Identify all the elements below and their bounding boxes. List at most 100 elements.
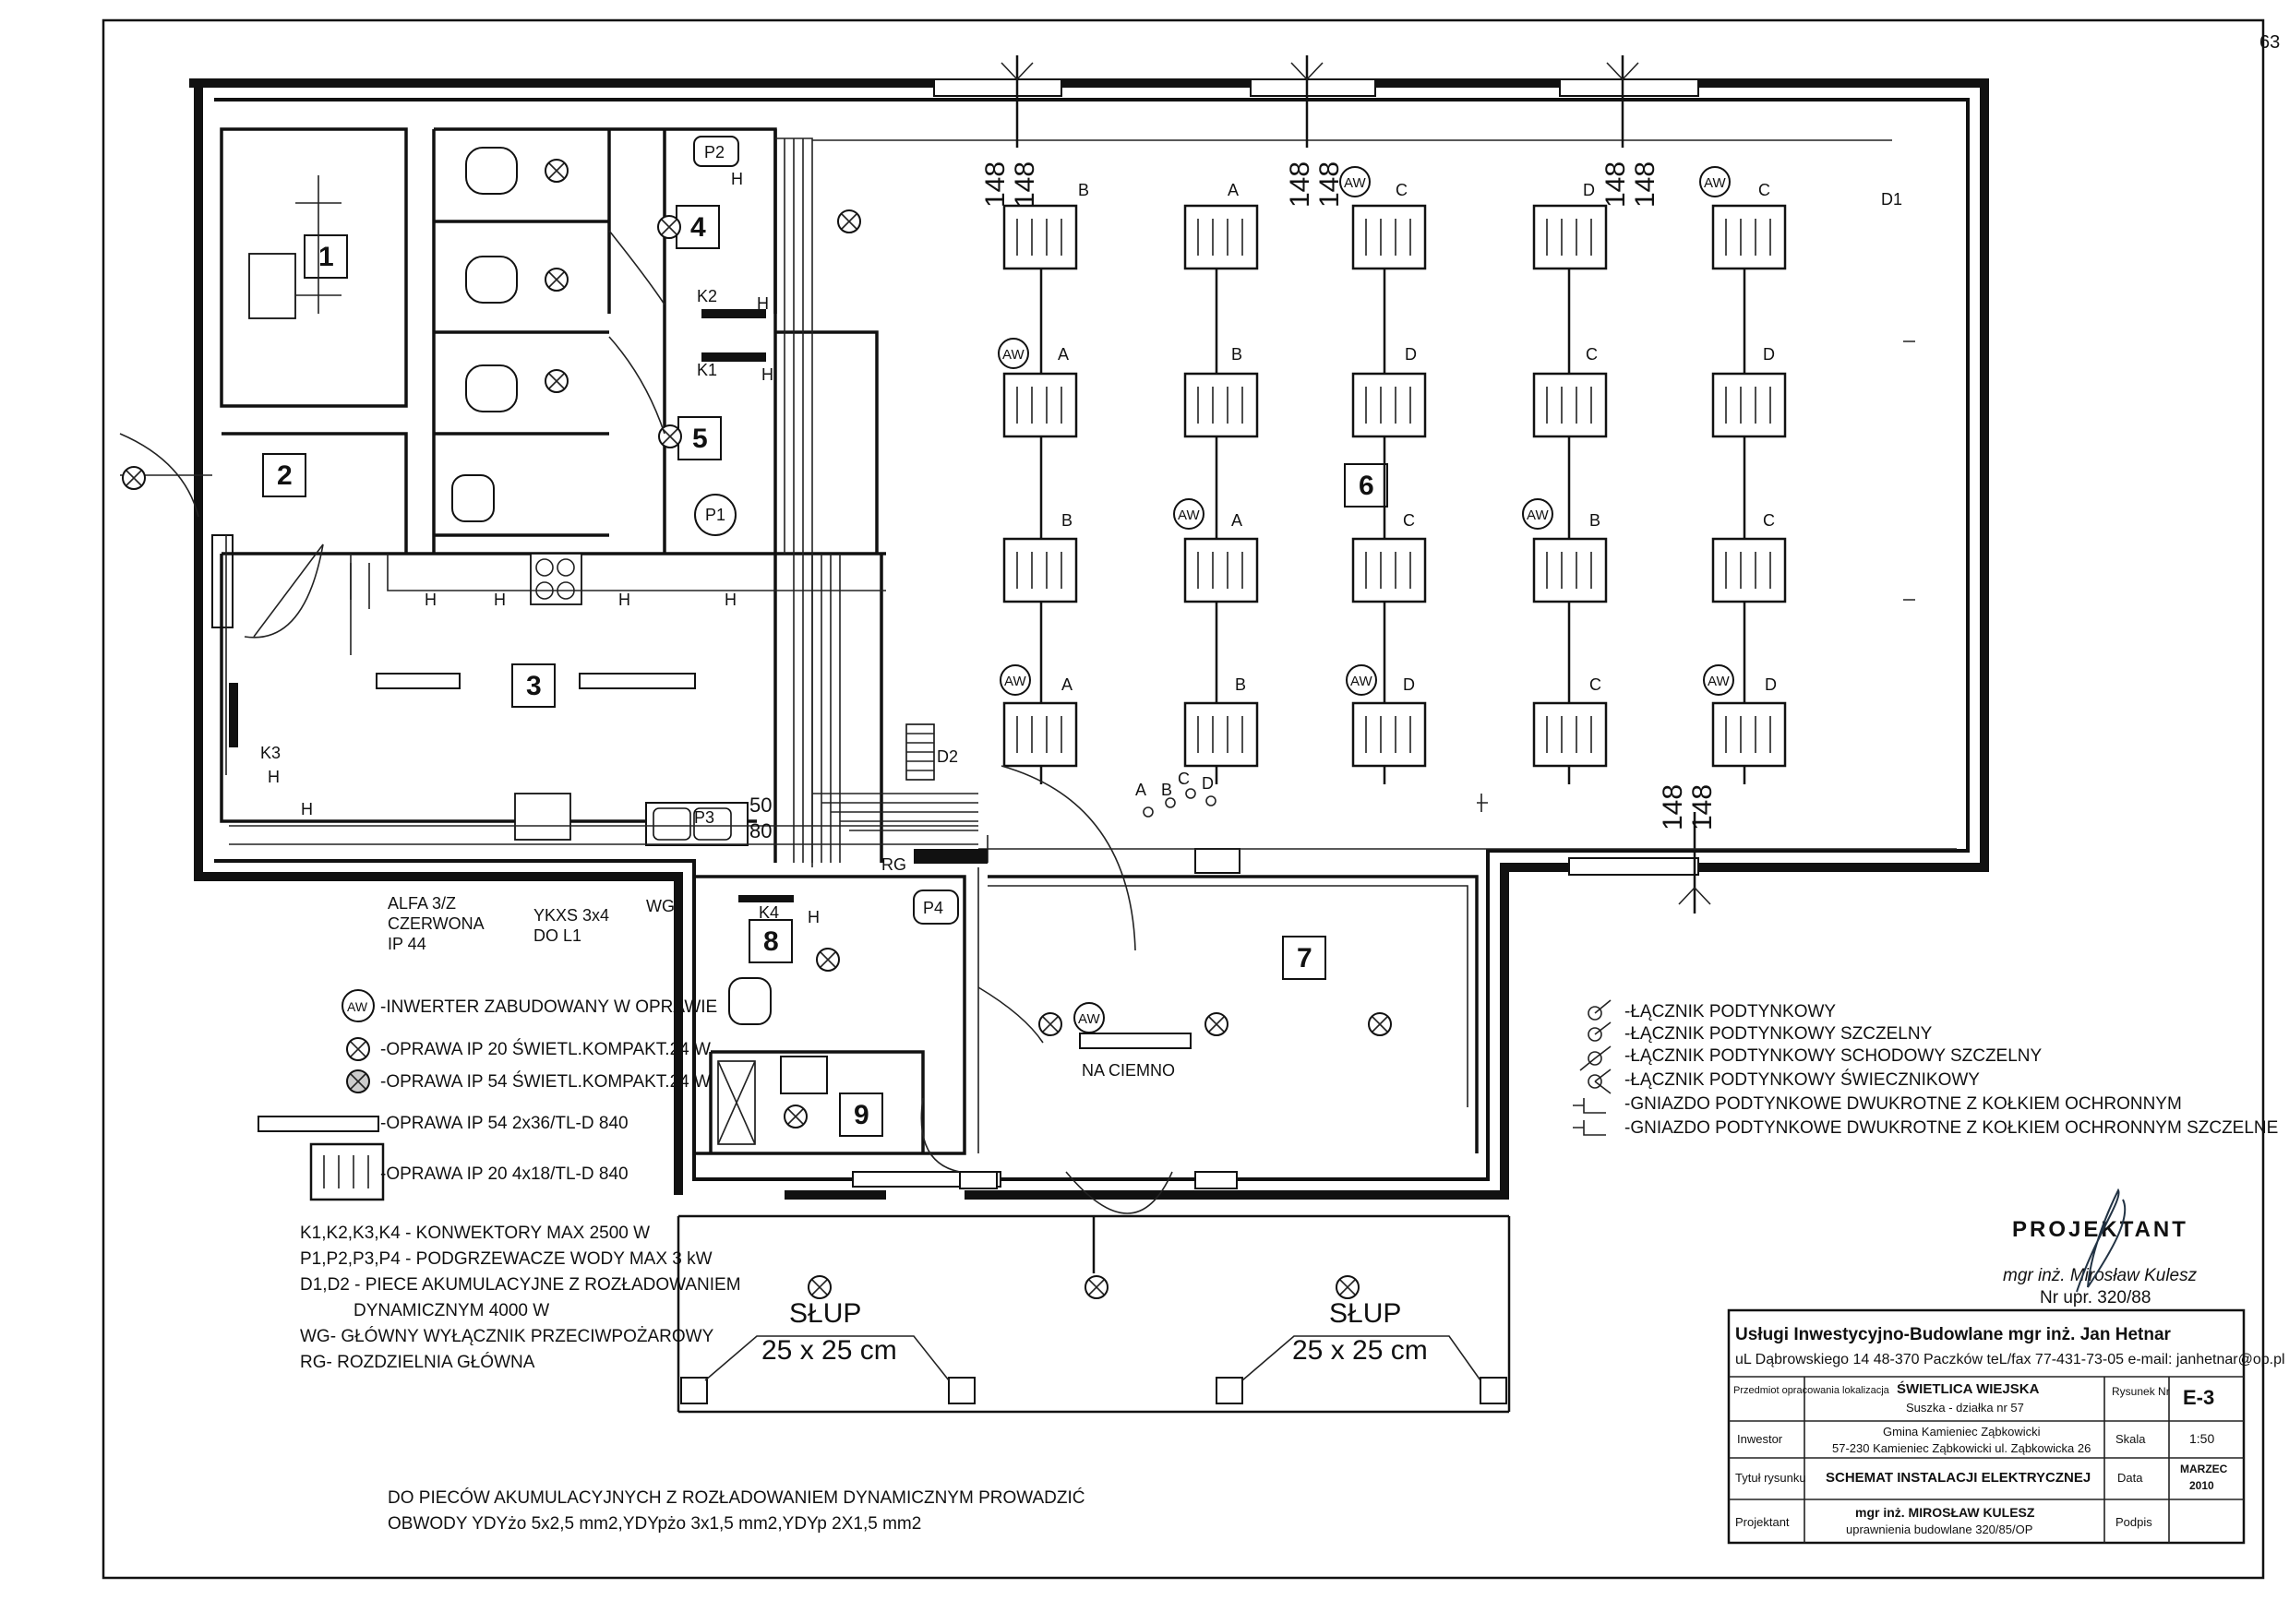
tb-keyval: 2010 <box>2189 1479 2214 1492</box>
page-number: 63 <box>2259 32 2280 53</box>
inverter-tag: AW <box>1350 674 1372 689</box>
height-50: 50 <box>749 794 772 817</box>
main-distribution-label: RG <box>881 855 906 874</box>
circuit-letter: D <box>1405 345 1417 364</box>
circuit-letter: B <box>1589 511 1600 530</box>
light-fixtures <box>122 159 1392 1299</box>
porch: SŁUP 25 x 25 cm SŁUP 25 x 25 cm <box>677 1214 1511 1414</box>
circuit-letter: C <box>1586 345 1598 364</box>
tb-label: Przedmiot opracowania lokalizacja <box>1733 1385 1890 1396</box>
note-line: OBWODY YDYżo 5x2,5 mm2,YDYpżo 3x1,5 mm2,… <box>388 1514 921 1534</box>
tb-label: Tytuł rysunku <box>1735 1471 1806 1485</box>
designer-stamp: PROJEKTANT mgr inż. Mirosław Kulesz Nr u… <box>2003 1188 2198 1308</box>
tb-label: Projektant <box>1735 1515 1790 1529</box>
building-walls <box>189 78 1989 1200</box>
room-2: 2 <box>277 460 293 491</box>
tb-keyval: MARZEC <box>2180 1463 2228 1475</box>
tb-key: Rysunek Nr <box>2112 1385 2170 1398</box>
circuit-letter: A <box>1231 511 1242 530</box>
circuit-letter: B <box>1078 181 1089 199</box>
sheet-frame <box>102 18 2265 1580</box>
window <box>1559 78 1699 97</box>
circuit-letter: B <box>1061 511 1073 530</box>
window <box>1250 78 1376 97</box>
tb-address: uL Dąbrowskiego 14 48-370 Paczków teL/fa… <box>1735 1352 2285 1367</box>
column-size: 25 x 25 cm <box>1292 1335 1428 1366</box>
legend-right: -ŁĄCZNIK PODTYNKOWY -ŁĄCZNIK PODTYNKOWY … <box>1573 999 2278 1138</box>
height-label: 148 <box>1285 161 1315 208</box>
socket-tag: H <box>268 768 280 786</box>
legend-left: AW -INWERTER ZABUDOWANY W OPRAWIE -OPRAW… <box>258 989 717 1201</box>
legend-item: -OPRAWA IP 54 ŚWIETL.KOMPAKT.24 W <box>380 1071 711 1092</box>
height-label: 148 <box>980 161 1011 208</box>
column-label: SŁUP <box>789 1298 861 1329</box>
doors <box>119 230 1173 1214</box>
tb-value: ŚWIETLICA WIEJSKA <box>1897 1380 2040 1397</box>
switch-letter: B <box>1161 781 1172 799</box>
height-label: 148 <box>1687 784 1718 830</box>
legend-item: -ŁĄCZNIK PODTYNKOWY SCHODOWY SZCZELNY <box>1624 1046 2043 1066</box>
window <box>1194 848 1240 874</box>
room-7: 7 <box>1297 943 1312 973</box>
circuit-letter: A <box>1058 345 1069 364</box>
circuit-letter: C <box>1396 181 1408 199</box>
dol1-label: DO L1 <box>533 926 581 945</box>
column-size: 25 x 25 cm <box>761 1335 897 1366</box>
socket-marks: H H H H H H H H H H <box>268 170 1915 926</box>
tb-value: mgr inż. MIROSŁAW KULESZ <box>1855 1505 2035 1520</box>
heater-p1: P1 <box>705 506 725 524</box>
circuit-letter: D <box>1765 675 1777 694</box>
circuit-letter: C <box>1589 675 1601 694</box>
legend-item: -GNIAZDO PODTYNKOWE DWUKROTNE Z KOŁKIEM … <box>1624 1094 2182 1114</box>
inverter-tag: AW <box>1178 508 1200 523</box>
column-label: SŁUP <box>1329 1298 1401 1329</box>
height-label: 148 <box>1314 161 1345 208</box>
socket-tag: H <box>808 908 820 926</box>
circuit-letter: A <box>1061 675 1073 694</box>
inverter-tag: AW <box>1704 175 1726 191</box>
window <box>959 1171 998 1189</box>
tb-key: Data <box>2117 1471 2143 1485</box>
czerwona-label: CZERWONA <box>388 914 485 933</box>
switch-letter: D <box>1202 774 1214 793</box>
window <box>1568 857 1699 876</box>
note-line: WG- GŁÓWNY WYŁĄCZNIK PRZECIWPOŻAROWY <box>300 1326 714 1346</box>
main-switch-label: WG <box>646 897 675 915</box>
tb-value: uprawnienia budowlane 320/85/OP <box>1846 1522 2032 1536</box>
inverter-markers: AW AW AW AW AW AW AW AW AW <box>998 166 1734 1033</box>
legend-item: -OPRAWA IP 20 4x18/TL-D 840 <box>380 1164 629 1184</box>
tb-value: Gmina Kamieniec Ząbkowicki <box>1883 1425 2041 1439</box>
legend-item: -OPRAWA IP 54 2x36/TL-D 840 <box>380 1114 629 1133</box>
heater-p4: P4 <box>923 899 943 917</box>
room-9: 9 <box>854 1100 869 1130</box>
na-ciemno-label: NA CIEMNO <box>1082 1061 1175 1080</box>
ykxs-label: YKXS 3x4 <box>533 906 609 925</box>
entrance-labels: ALFA 3/Z CZERWONA IP 44 YKXS 3x4 DO L1 N… <box>388 894 1175 1080</box>
height-label: 148 <box>1630 161 1660 208</box>
socket-tag: H <box>761 365 773 384</box>
socket-tag: H <box>725 591 737 609</box>
note-line: P1,P2,P3,P4 - PODGRZEWACZE WODY MAX 3 kW <box>300 1249 713 1269</box>
stamp-name: mgr inż. Mirosław Kulesz <box>2003 1266 2198 1285</box>
note-line: RG- ROZDZIELNIA GŁÓWNA <box>300 1352 535 1372</box>
inverter-tag: AW <box>1527 508 1549 523</box>
mounting-heights: 148 148 148 148 148 148 148 148 <box>980 55 1718 914</box>
tb-key: Podpis <box>2115 1515 2152 1529</box>
switch-letter: C <box>1178 770 1190 788</box>
legend-item: -INWERTER ZABUDOWANY W OPRAWIE <box>380 997 717 1017</box>
socket-tag: H <box>731 170 743 188</box>
heater-p2: P2 <box>704 143 725 161</box>
circuit-letter: B <box>1231 345 1242 364</box>
convector-k4: K4 <box>759 903 779 922</box>
socket-tag: H <box>301 800 313 818</box>
room-8: 8 <box>763 926 779 957</box>
room-1: 1 <box>318 242 334 272</box>
heater-p3: P3 <box>694 808 714 827</box>
stamp-permit: Nr upr. 320/88 <box>2040 1288 2151 1308</box>
convector-k3: K3 <box>260 744 281 762</box>
inverter-tag: AW <box>1708 674 1730 689</box>
bottom-note: DO PIECÓW AKUMULACYJNYCH Z ROZŁADOWANIEM… <box>388 1487 1085 1534</box>
sanitary-fixtures <box>451 147 828 1145</box>
legend-item: -OPRAWA IP 20 ŚWIETL.KOMPAKT.24 W <box>380 1039 711 1059</box>
